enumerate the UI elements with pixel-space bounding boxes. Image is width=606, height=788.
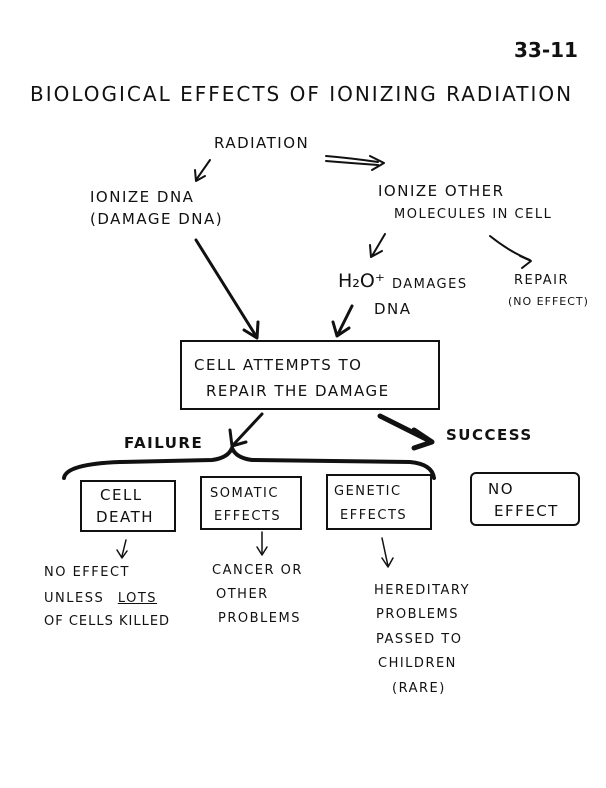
node-ionize-dna-line2: (Damage DNA) (90, 210, 224, 228)
no-effect-line2: effect (494, 502, 559, 520)
node-ionize-other-line2: molecules in cell (394, 207, 553, 222)
genetic-line2: effects (340, 508, 408, 523)
arrow-genetic-to-note (381, 537, 389, 567)
note-cell-death-line1: No effect (44, 565, 130, 580)
note-genetic-line1: Hereditary (374, 583, 471, 598)
node-h2o-line1: damages (392, 277, 468, 292)
somatic-line2: effects (214, 509, 282, 524)
note-genetic-line5: (rare) (392, 681, 446, 696)
arrow-h2o-to-box (336, 304, 354, 336)
note-somatic-line2: other (216, 587, 269, 602)
note-genetic-line2: problems (376, 607, 459, 622)
arrow-radiation-to-ionize-dna (195, 159, 211, 181)
node-h2o-line2: DNA (374, 300, 412, 318)
node-cell-death-box: Cell death (80, 480, 176, 532)
arrow-box-to-failure (232, 412, 264, 446)
cell-death-line2: death (96, 508, 155, 526)
failure-brace (62, 446, 436, 480)
node-h2o-formula: H₂O⁺ (338, 270, 385, 292)
no-effect-line1: No (488, 480, 515, 498)
node-no-effect-box: No effect (470, 472, 580, 526)
label-success: Success (446, 426, 533, 444)
arrow-ionize-dna-to-box (194, 238, 258, 338)
arrow-ionize-other-to-repair (489, 235, 531, 261)
arrow-cell-death-to-note (121, 539, 127, 557)
note-cell-death-line3: of cells killed (44, 614, 171, 629)
node-ionize-other-line1: Ionize other (378, 182, 505, 200)
arrow-ionize-other-to-h2o (371, 233, 386, 257)
node-genetic-effects-box: Genetic effects (326, 474, 432, 530)
node-repair-line2: (no effect) (508, 295, 589, 308)
node-radiation: Radiation (214, 134, 310, 152)
page-number: 33-11 (514, 38, 578, 62)
note-genetic-line3: passed to (376, 632, 463, 647)
note-cell-death-lots: lots (117, 591, 158, 606)
note-somatic-line1: Cancer or (212, 563, 303, 578)
box-line2: repair the damage (206, 382, 390, 400)
note-genetic-line4: children (378, 656, 457, 671)
genetic-line1: Genetic (334, 484, 402, 499)
cell-death-line1: Cell (100, 486, 143, 504)
note-cell-death-unless: unless (44, 591, 105, 606)
node-somatic-effects-box: Somatic effects (200, 476, 302, 530)
node-repair-attempt-box: Cell attempts to repair the damage (180, 340, 440, 410)
label-failure: Failure (124, 434, 204, 452)
note-somatic-line3: problems (218, 611, 301, 626)
note-cell-death-line2: unless lots (44, 592, 157, 605)
arrow-radiation-to-ionize-other (325, 155, 379, 163)
somatic-line1: Somatic (210, 486, 279, 501)
page-title: Biological Effects of Ionizing Radiation (30, 82, 574, 106)
node-ionize-dna-line1: Ionize DNA (90, 188, 195, 206)
node-repair-line1: Repair (514, 273, 570, 288)
box-line1: Cell attempts to (194, 356, 363, 374)
